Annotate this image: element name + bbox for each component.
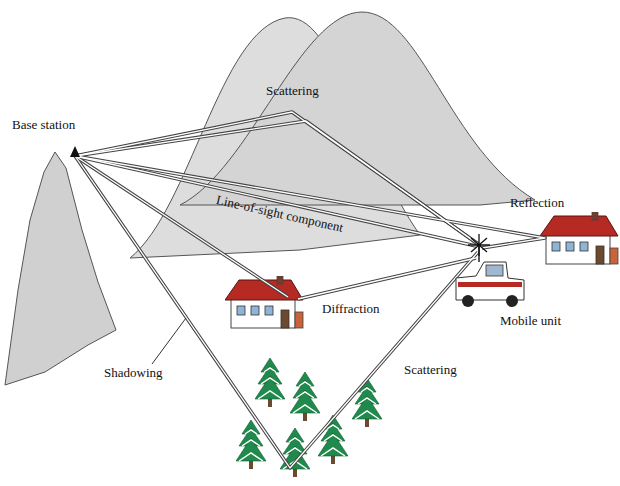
tree — [352, 378, 382, 427]
mountain — [180, 12, 535, 205]
antenna-burst — [468, 234, 490, 256]
truck-wheel — [462, 295, 474, 307]
tree — [318, 415, 348, 464]
trees — [236, 358, 382, 477]
scatter-path — [75, 112, 478, 244]
path-inner — [75, 112, 545, 468]
los-label: Line-of-sight component — [215, 193, 345, 236]
house — [540, 212, 618, 264]
mountain — [5, 152, 116, 385]
diffraction-label: Diffraction — [322, 302, 380, 317]
house — [225, 276, 303, 328]
station-label: Base station — [12, 118, 75, 133]
mobile-unit — [456, 234, 524, 307]
scatter-path — [75, 121, 478, 244]
path-outline — [75, 112, 545, 468]
scatter-label: Scattering — [266, 84, 319, 99]
scatter-path — [75, 121, 478, 244]
scatter-path — [75, 112, 478, 244]
ground-scatter-path — [75, 156, 478, 468]
tree — [255, 358, 285, 407]
truck-stripe — [458, 282, 522, 287]
radio-paths — [75, 112, 545, 468]
truck-window — [486, 265, 503, 276]
mobile-label: Mobile unit — [500, 314, 561, 329]
diffraction-path — [75, 156, 476, 299]
truck-wheel — [506, 295, 518, 307]
leader-line — [152, 318, 186, 364]
mountains — [5, 12, 535, 385]
tree — [290, 372, 320, 421]
scatter-label: Scattering — [404, 363, 457, 378]
base-station-antenna — [70, 146, 80, 157]
reflection-label: Reflection — [510, 196, 564, 211]
truck-body — [456, 262, 524, 300]
ground-scatter-path — [75, 156, 478, 468]
los-path — [75, 156, 476, 246]
shadowing-label: Shadowing — [104, 366, 163, 381]
diffraction-path — [75, 156, 476, 299]
